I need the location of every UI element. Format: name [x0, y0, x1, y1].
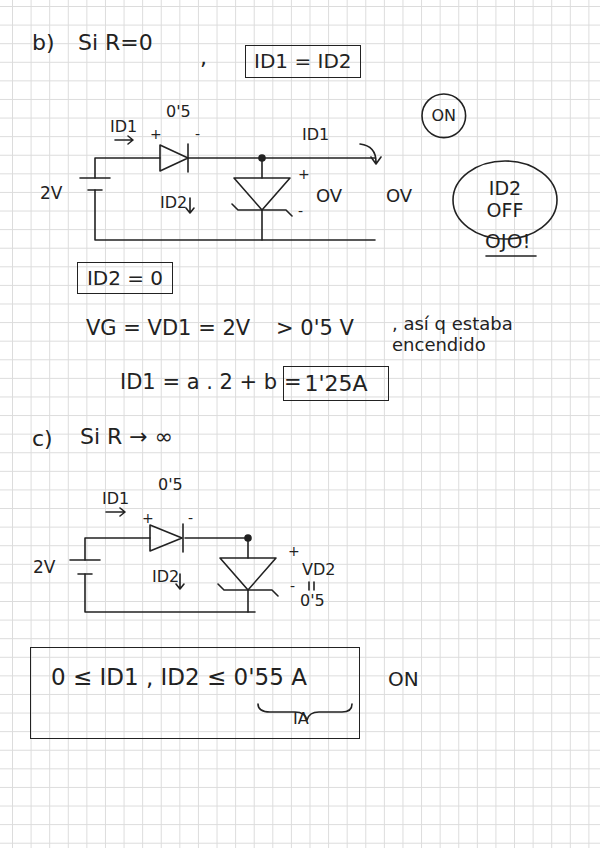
- polarity-sign: -: [188, 510, 193, 526]
- node-text: ID1 = ID2: [254, 50, 352, 73]
- polarity-sign: -: [195, 126, 200, 142]
- node-text: IA: [293, 710, 309, 728]
- section-letter: b): [32, 30, 55, 55]
- polarity-sign: +: [150, 126, 162, 142]
- voltage-label: VD2: [302, 561, 335, 579]
- node-text: ON: [432, 107, 457, 125]
- note-text: 0'5: [300, 592, 325, 610]
- current-label: ID1: [102, 490, 129, 508]
- voltage-label: OV: [316, 186, 342, 207]
- boxed-equation: ID1 = ID2: [245, 45, 361, 78]
- note-text: 0'5: [166, 103, 191, 121]
- section-letter: c): [32, 426, 53, 451]
- polarity-sign: +: [298, 166, 310, 182]
- note-text: 0'5: [158, 476, 183, 494]
- polarity-sign: -: [298, 203, 303, 219]
- note-text: , así q estaba encendido: [392, 314, 532, 355]
- state-circle: ON: [421, 93, 467, 139]
- voltage-label: 2V: [40, 184, 62, 204]
- node-text: ID2 = 0: [87, 267, 163, 290]
- current-label: ID1: [302, 126, 329, 144]
- node-text: 0 ≤ ID1 , ID2 ≤ 0'55 A: [51, 664, 307, 690]
- state-ellipse: ID2 OFF: [452, 160, 558, 240]
- voltage-label: > 0'5 V: [276, 316, 354, 340]
- result-box: 0 ≤ ID1 , ID2 ≤ 0'55 A IA: [30, 647, 360, 739]
- node-text: 1'25A: [304, 371, 367, 396]
- note-text: Si R → ∞: [80, 424, 173, 449]
- node-text: ID2 OFF: [473, 178, 537, 222]
- polarity-sign: +: [288, 543, 300, 559]
- polarity-sign: +: [142, 510, 154, 526]
- note-text: Si R=0: [78, 30, 153, 55]
- boxed-equation: ID2 = 0: [77, 262, 173, 294]
- note-text: ON: [388, 668, 419, 691]
- voltage-label: OV: [386, 186, 412, 207]
- current-label: ID1: [110, 118, 137, 136]
- current-label: ID2: [160, 194, 187, 212]
- boxed-result: 1'25A: [283, 366, 389, 401]
- polarity-sign: -: [290, 578, 295, 594]
- current-label: ID2: [152, 568, 179, 586]
- voltage-label: 2V: [33, 558, 55, 578]
- note-text: OJO!: [485, 230, 530, 253]
- voltage-label: VG = VD1 = 2V: [86, 316, 250, 340]
- current-label: ID1 = a . 2 + b =: [120, 370, 301, 394]
- note-text: ,: [200, 45, 207, 70]
